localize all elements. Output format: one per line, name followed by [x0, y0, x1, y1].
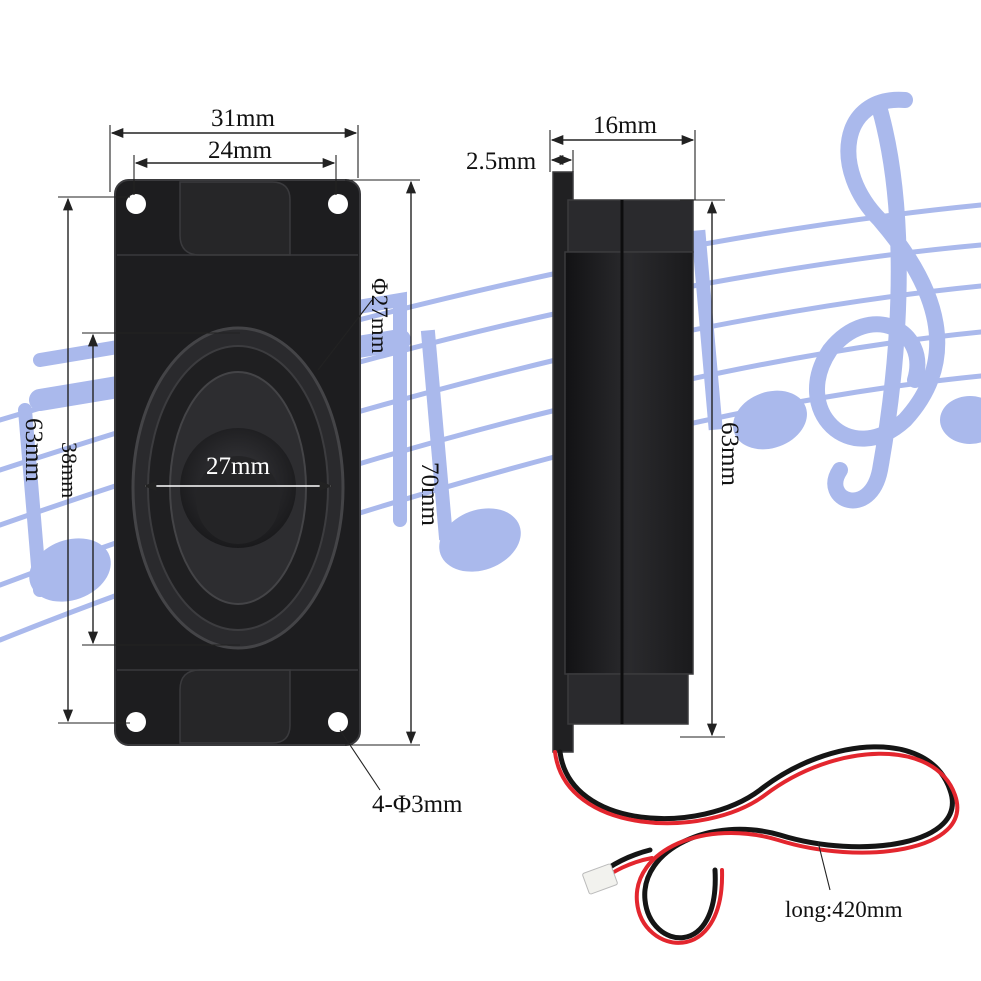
flange-thickness-label: 2.5mm [466, 148, 537, 175]
mount-hole-top-right [328, 194, 348, 214]
cone-width-label: 27mm [206, 453, 270, 480]
mount-hole-bottom-right [328, 712, 348, 732]
width-holes-label: 24mm [208, 137, 272, 164]
speaker-cable [553, 744, 960, 945]
mount-hole-bottom-left [126, 712, 146, 732]
width-outer-label: 31mm [211, 105, 275, 132]
jst-connector [582, 863, 618, 895]
height-holes-label: 63mm [20, 418, 47, 482]
speaker-side [552, 171, 694, 753]
depth-label: 16mm [593, 112, 657, 139]
cable-length-label: long:420mm [785, 897, 903, 922]
cone-diameter-label: Φ27mm [367, 278, 392, 354]
mount-hole-top-left [126, 194, 146, 214]
side-height-label: 63mm [716, 422, 743, 486]
cone-height-label: 38mm [57, 442, 82, 498]
mount-holes-label: 4-Φ3mm [372, 791, 463, 818]
height-outer-label: 70mm [416, 462, 443, 526]
